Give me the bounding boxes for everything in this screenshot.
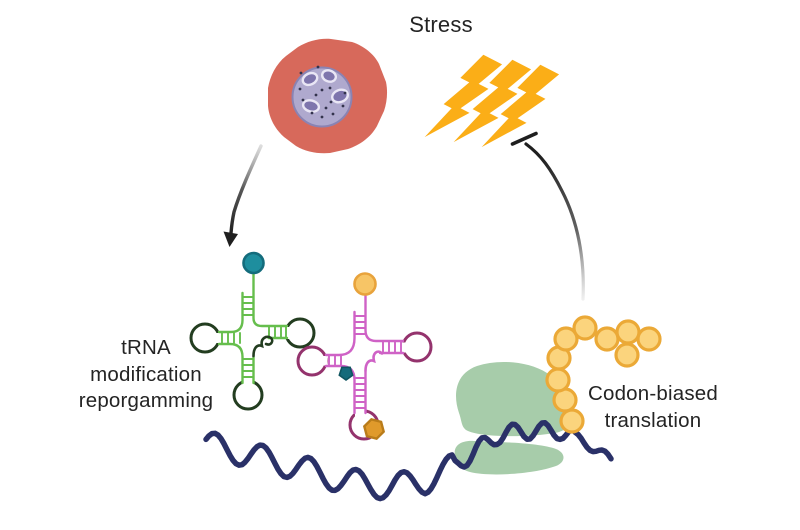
mrna-icon: [203, 420, 614, 502]
teal-modification-icon: [242, 251, 265, 275]
trna-modification-label: tRNA modification reporgamming: [56, 335, 236, 415]
ribosome-small-subunit: [454, 440, 564, 475]
inhibition-arrow-icon: [510, 131, 585, 301]
ribosome-large-subunit: [456, 361, 572, 437]
stress-label: Stress: [386, 12, 496, 38]
teal-small-modification-icon: [338, 366, 354, 381]
chromatin-dots: [298, 65, 347, 119]
codon-label-line2: translation: [604, 408, 702, 432]
stress-label-text: Stress: [409, 12, 473, 37]
ribosome-icon: [454, 361, 572, 475]
curved-arrow-icon: [223, 144, 263, 247]
trna-pink-icon: [296, 272, 433, 441]
codon-translation-label: Codon-biased translation: [573, 381, 733, 434]
trna-label-line3: reporgamming: [78, 389, 214, 412]
polypeptide-chain-icon: [545, 315, 662, 434]
yellow-modification-icon: [353, 272, 377, 296]
cell-icon: [268, 38, 388, 154]
codon-label-line1: Codon-biased: [587, 382, 719, 405]
orange-modification-icon: [362, 417, 386, 441]
trna-label-line2: modification: [90, 362, 202, 386]
lightning-bolts-icon: [424, 48, 560, 164]
trna-green-icon: [189, 251, 316, 411]
trna-label-line1: tRNA: [121, 336, 171, 359]
